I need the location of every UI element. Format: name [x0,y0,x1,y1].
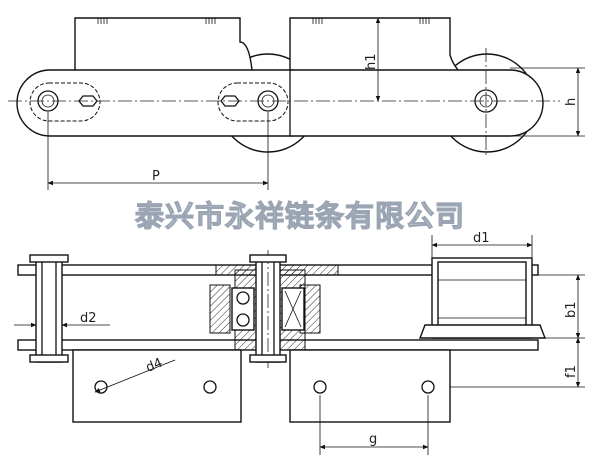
pitch-dimension: P [47,112,269,190]
top-view: P h1 h [8,17,585,190]
d4-dimension: d4 [94,356,176,393]
roller-wheel [418,257,547,339]
d1-label: d1 [473,231,490,246]
attachment-plate-2 [289,17,459,71]
link-plate-right [290,69,544,137]
bolt-hole-4 [421,380,435,394]
d1-dimension: d1 [431,231,533,258]
d2-label: d2 [80,311,97,326]
hidden-bushing-2 [217,82,289,122]
d4-label: d4 [144,356,165,376]
section-bearing [209,250,339,368]
hex-nut-2 [220,95,240,107]
bottom-view: d1 b1 f1 d2 d4 [14,231,585,455]
f1-label: f1 [564,365,579,378]
company-watermark: 泰兴市永祥链条有限公司 [135,199,465,233]
b1-label: b1 [564,301,579,318]
attachment-plate-1 [74,17,253,71]
left-pin [29,254,69,363]
attachment-lower-1 [72,349,242,423]
pitch-label: P [152,169,160,184]
g-dimension: g [319,432,429,450]
bolt-hole-2 [203,380,217,394]
h-label: h [564,98,579,106]
f1-dimension: f1 [450,337,585,388]
h1-label: h1 [364,53,379,70]
link-plate [16,69,324,137]
attachment-lower-2 [289,349,451,423]
h1-dimension: h1 [364,17,381,102]
d2-dimension: d2 [14,311,110,328]
h-dimension: h [510,67,585,137]
bolt-hole-3 [313,380,327,394]
hidden-bushing-1 [29,82,101,122]
g-label: g [369,432,377,447]
